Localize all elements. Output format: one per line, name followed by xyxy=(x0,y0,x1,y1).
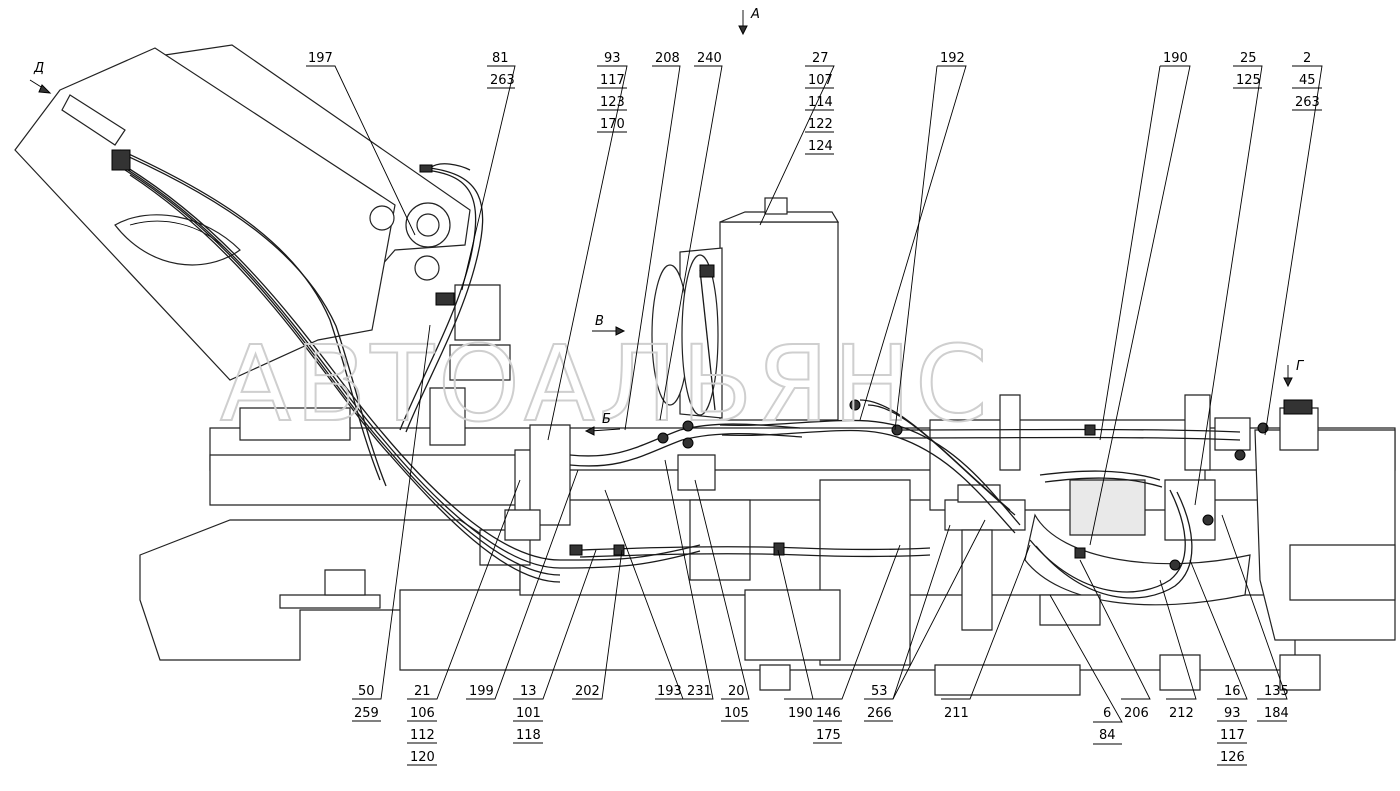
callout-231: 231 xyxy=(687,684,712,699)
callout-value: 206 xyxy=(1124,706,1149,721)
callout-value: 202 xyxy=(575,684,600,699)
callout-192: 192 xyxy=(940,51,965,66)
callout-206: 206 xyxy=(1124,706,1149,721)
callout-93: 93 117 123 170 xyxy=(597,51,627,133)
callout-value: 190 xyxy=(788,706,813,721)
callout-value: 81 xyxy=(492,51,509,66)
callout-value: 20 xyxy=(728,684,745,699)
callout-13: 13 101 118 xyxy=(513,684,543,744)
callout-value: 84 xyxy=(1099,728,1116,743)
callout-value: 192 xyxy=(940,51,965,66)
callout-202: 202 xyxy=(575,684,600,699)
callout-value: 199 xyxy=(469,684,494,699)
callout-2: 2 45 263 xyxy=(1292,51,1322,111)
callout-135: 135 184 xyxy=(1257,684,1289,722)
callout-6: 6 84 xyxy=(1093,706,1122,745)
callout-value: 193 xyxy=(657,684,682,699)
callout-value: 114 xyxy=(808,95,833,110)
callout-value: 21 xyxy=(414,684,431,699)
callout-value: 125 xyxy=(1236,73,1261,88)
callout-197: 197 xyxy=(308,51,333,66)
callouts-bottom: 50 259 21 106 112 120 199 13 101 118 xyxy=(352,684,1289,766)
callout-190-bottom: 190 xyxy=(788,706,813,721)
callout-value: 135 xyxy=(1264,684,1289,699)
callout-value: 231 xyxy=(687,684,712,699)
callout-value: 190 xyxy=(1163,51,1188,66)
view-label-d: Д xyxy=(33,61,44,76)
view-label-v: В xyxy=(595,314,604,329)
callout-value: 123 xyxy=(600,95,625,110)
hose-bundle xyxy=(114,149,1241,599)
callout-240: 240 xyxy=(697,51,722,66)
callout-value: 93 xyxy=(1224,706,1241,721)
callout-27: 27 107 114 122 124 xyxy=(805,51,834,155)
callout-value: 184 xyxy=(1264,706,1289,721)
callout-value: 263 xyxy=(490,73,515,88)
valve-block xyxy=(449,284,716,566)
callout-81: 81 263 xyxy=(487,51,515,89)
watermark-text: АВТОАЛЬЯНС xyxy=(220,323,992,445)
callout-value: 45 xyxy=(1299,73,1316,88)
callouts-top: 197 81 263 93 117 123 170 208 240 xyxy=(308,51,1322,155)
callout-value: 170 xyxy=(600,117,625,132)
callout-value: 27 xyxy=(812,51,829,66)
callout-value: 105 xyxy=(724,706,749,721)
callout-193: 193 xyxy=(657,684,682,699)
callout-190-top: 190 xyxy=(1163,51,1188,66)
view-label-b: Б xyxy=(602,412,611,427)
callout-value: 263 xyxy=(1295,95,1320,110)
callout-25: 25 125 xyxy=(1233,51,1262,89)
callout-211: 211 xyxy=(944,706,969,721)
callout-value: 175 xyxy=(816,728,841,743)
callout-value: 101 xyxy=(516,706,541,721)
callout-146: 146 175 xyxy=(813,706,842,744)
callout-value: 93 xyxy=(604,51,621,66)
callout-value: 126 xyxy=(1220,750,1245,765)
callout-16: 16 93 117 126 xyxy=(1217,684,1247,766)
callout-value: 118 xyxy=(516,728,541,743)
view-label-a: А xyxy=(750,7,760,22)
callout-value: 112 xyxy=(410,728,435,743)
callout-value: 2 xyxy=(1303,51,1311,66)
callout-212: 212 xyxy=(1169,706,1194,721)
callout-50: 50 259 xyxy=(352,684,381,722)
callout-53: 53 266 xyxy=(864,684,893,722)
callout-value: 25 xyxy=(1240,51,1257,66)
callout-value: 53 xyxy=(871,684,888,699)
callout-value: 197 xyxy=(308,51,333,66)
callout-value: 107 xyxy=(808,73,833,88)
callout-21: 21 106 112 120 xyxy=(407,684,437,766)
view-label-g: Г xyxy=(1296,359,1305,374)
callout-value: 212 xyxy=(1169,706,1194,721)
view-markers: А Б В Г Д xyxy=(29,7,1305,436)
callout-value: 6 xyxy=(1103,706,1111,721)
callout-value: 106 xyxy=(410,706,435,721)
callout-value: 117 xyxy=(600,73,625,88)
callout-value: 117 xyxy=(1220,728,1245,743)
callout-value: 122 xyxy=(808,117,833,132)
callout-value: 211 xyxy=(944,706,969,721)
callout-value: 124 xyxy=(808,139,833,154)
callout-value: 266 xyxy=(867,706,892,721)
callout-value: 240 xyxy=(697,51,722,66)
callout-value: 50 xyxy=(358,684,375,699)
callout-value: 13 xyxy=(520,684,537,699)
callout-value: 259 xyxy=(354,706,379,721)
callout-value: 16 xyxy=(1224,684,1241,699)
callout-value: 208 xyxy=(655,51,680,66)
callout-20: 20 105 xyxy=(721,684,749,722)
callout-208: 208 xyxy=(655,51,680,66)
callout-199: 199 xyxy=(469,684,494,699)
callout-value: 120 xyxy=(410,750,435,765)
callout-value: 146 xyxy=(816,706,841,721)
machine-drawing xyxy=(14,44,1396,696)
fittings xyxy=(111,149,1313,571)
